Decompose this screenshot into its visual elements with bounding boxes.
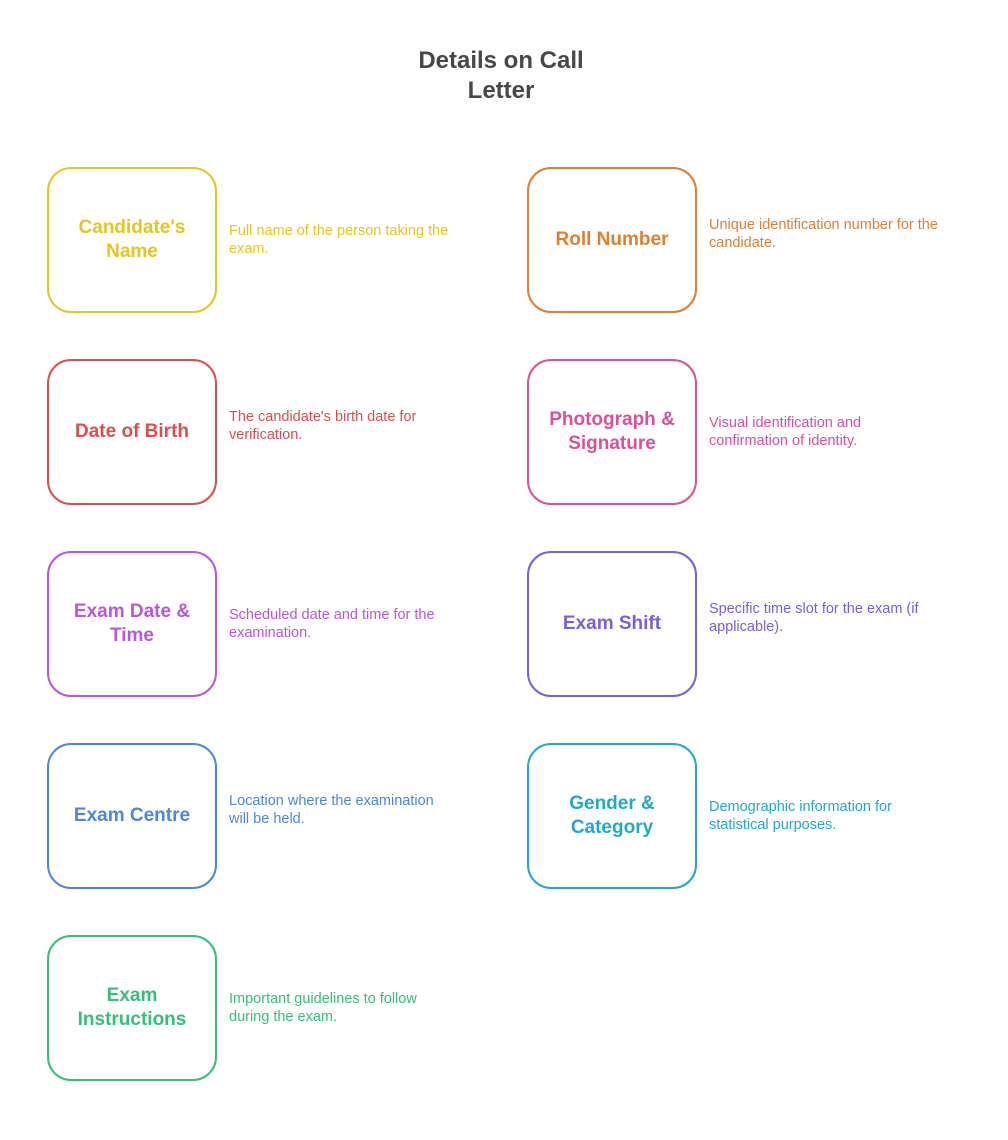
- item-gender-category: Gender & Category Demographic informatio…: [527, 743, 947, 889]
- item-description: Important guidelines to follow during th…: [229, 991, 417, 1025]
- item-label: Roll Number: [555, 229, 669, 250]
- title-line-2: Letter: [467, 77, 535, 104]
- item-label: Exam Date & Time: [73, 601, 191, 646]
- item-candidates-name: Candidate's Name Full name of the person…: [47, 167, 467, 313]
- item-description: Specific time slot for the exam (if appl…: [709, 601, 919, 635]
- item-label: Exam Instructions: [77, 985, 187, 1030]
- item-description: The candidate's birth date for verificat…: [229, 409, 417, 443]
- item-description: Demographic information for statistical …: [709, 799, 892, 833]
- item-description: Location where the examination will be h…: [229, 793, 434, 827]
- item-label: Photograph & Signature: [549, 409, 675, 454]
- item-description: Visual identification and confirmation o…: [709, 415, 862, 449]
- item-exam-date-time: Exam Date & Time Scheduled date and time…: [47, 551, 467, 697]
- item-date-of-birth: Date of Birth The candidate's birth date…: [47, 359, 467, 505]
- item-label: Candidate's Name: [78, 217, 186, 262]
- item-box: Exam Date & Time: [47, 551, 217, 697]
- item-exam-centre: Exam Centre Location where the examinati…: [47, 743, 467, 889]
- item-box: Candidate's Name: [47, 167, 217, 313]
- item-description: Full name of the person taking the exam.: [229, 223, 449, 257]
- page-title: Details on Call Letter: [0, 46, 1002, 106]
- item-label: Date of Birth: [75, 421, 189, 442]
- item-roll-number: Roll Number Unique identification number…: [527, 167, 947, 313]
- item-label: Gender & Category: [569, 793, 655, 838]
- title-line-1: Details on Call: [418, 47, 584, 74]
- item-description: Scheduled date and time for the examinat…: [229, 607, 435, 641]
- item-box: Exam Shift: [527, 551, 697, 697]
- item-box: Exam Instructions: [47, 935, 217, 1081]
- item-exam-instructions: Exam Instructions Important guidelines t…: [47, 935, 467, 1081]
- item-box: Gender & Category: [527, 743, 697, 889]
- item-box: Roll Number: [527, 167, 697, 313]
- item-exam-shift: Exam Shift Specific time slot for the ex…: [527, 551, 947, 697]
- item-box: Photograph & Signature: [527, 359, 697, 505]
- item-description: Unique identification number for the can…: [709, 217, 938, 251]
- item-label: Exam Shift: [562, 613, 662, 634]
- item-box: Date of Birth: [47, 359, 217, 505]
- item-box: Exam Centre: [47, 743, 217, 889]
- item-label: Exam Centre: [73, 805, 191, 826]
- item-photograph-signature: Photograph & Signature Visual identifica…: [527, 359, 947, 505]
